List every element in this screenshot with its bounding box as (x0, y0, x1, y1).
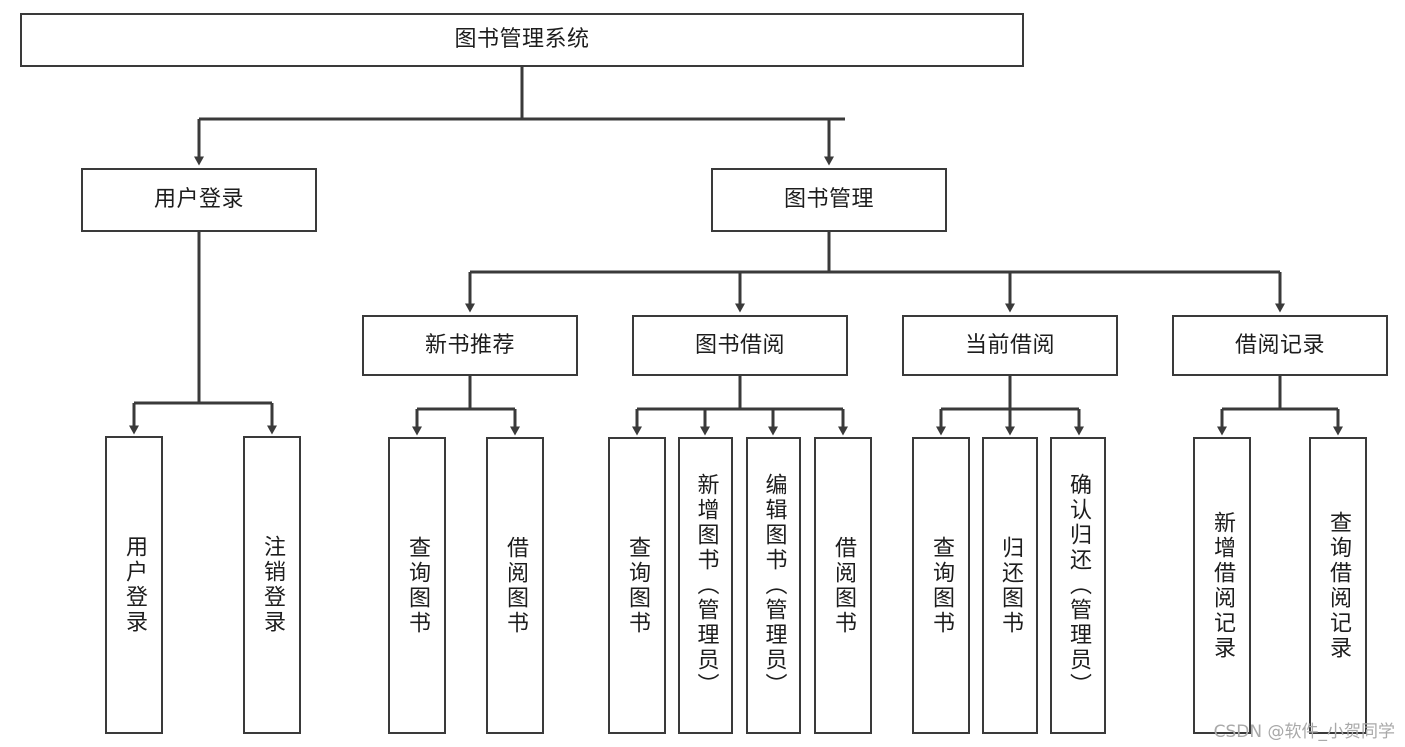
node-label: 新书推荐 (424, 332, 515, 358)
node-label: 注销登录 (260, 535, 285, 635)
node-label: 借阅图书 (831, 535, 856, 636)
node-leaf-borrow-book[interactable]: 借阅图书 (814, 437, 872, 734)
node-new-book-recommend[interactable]: 新书推荐 (362, 315, 578, 376)
node-label: 查询图书 (929, 535, 954, 636)
node-label: 图书借阅 (694, 332, 785, 358)
node-user-login[interactable]: 用户登录 (81, 168, 317, 232)
node-label: 用户登录 (122, 535, 147, 635)
node-label: 图书管理系统 (454, 27, 590, 53)
node-leaf-logout-login[interactable]: 注销登录 (243, 436, 301, 734)
node-book-borrow[interactable]: 图书借阅 (632, 315, 848, 376)
node-label: 确认归还（管理员） (1066, 473, 1091, 698)
node-leaf-add-borrow-record[interactable]: 新增借阅记录 (1193, 437, 1251, 734)
node-borrow-record[interactable]: 借阅记录 (1172, 315, 1388, 376)
node-label: 新增借阅记录 (1210, 510, 1235, 661)
node-leaf-query-book-recommend[interactable]: 查询图书 (388, 437, 446, 734)
node-leaf-query-book-current[interactable]: 查询图书 (912, 437, 970, 734)
node-label: 借阅图书 (503, 535, 528, 636)
node-leaf-user-login[interactable]: 用户登录 (105, 436, 163, 734)
node-leaf-edit-book[interactable]: 编辑图书（管理员） (746, 437, 801, 734)
node-label: 当前借阅 (964, 332, 1055, 358)
node-label: 用户登录 (153, 187, 244, 213)
node-leaf-borrow-book-recommend[interactable]: 借阅图书 (486, 437, 544, 734)
node-book-manage[interactable]: 图书管理 (711, 168, 947, 232)
node-label: 图书管理 (783, 187, 874, 213)
node-leaf-confirm-return[interactable]: 确认归还（管理员） (1050, 437, 1106, 734)
node-label: 编辑图书（管理员） (761, 473, 787, 698)
node-label: 查询借阅记录 (1326, 510, 1351, 661)
node-label: 新增图书（管理员） (693, 473, 719, 698)
node-leaf-add-book[interactable]: 新增图书（管理员） (678, 437, 733, 734)
node-label: 查询图书 (405, 535, 430, 636)
node-label: 借阅记录 (1234, 332, 1325, 358)
node-leaf-return-book[interactable]: 归还图书 (982, 437, 1038, 734)
node-root-system[interactable]: 图书管理系统 (20, 13, 1024, 67)
node-leaf-query-borrow-record[interactable]: 查询借阅记录 (1309, 437, 1367, 734)
node-label: 查询图书 (625, 535, 650, 636)
node-leaf-query-book-borrow[interactable]: 查询图书 (608, 437, 666, 734)
node-label: 归还图书 (998, 535, 1023, 636)
watermark-text: CSDN @软件_小贺同学 (1213, 722, 1395, 742)
node-current-borrow[interactable]: 当前借阅 (902, 315, 1118, 376)
